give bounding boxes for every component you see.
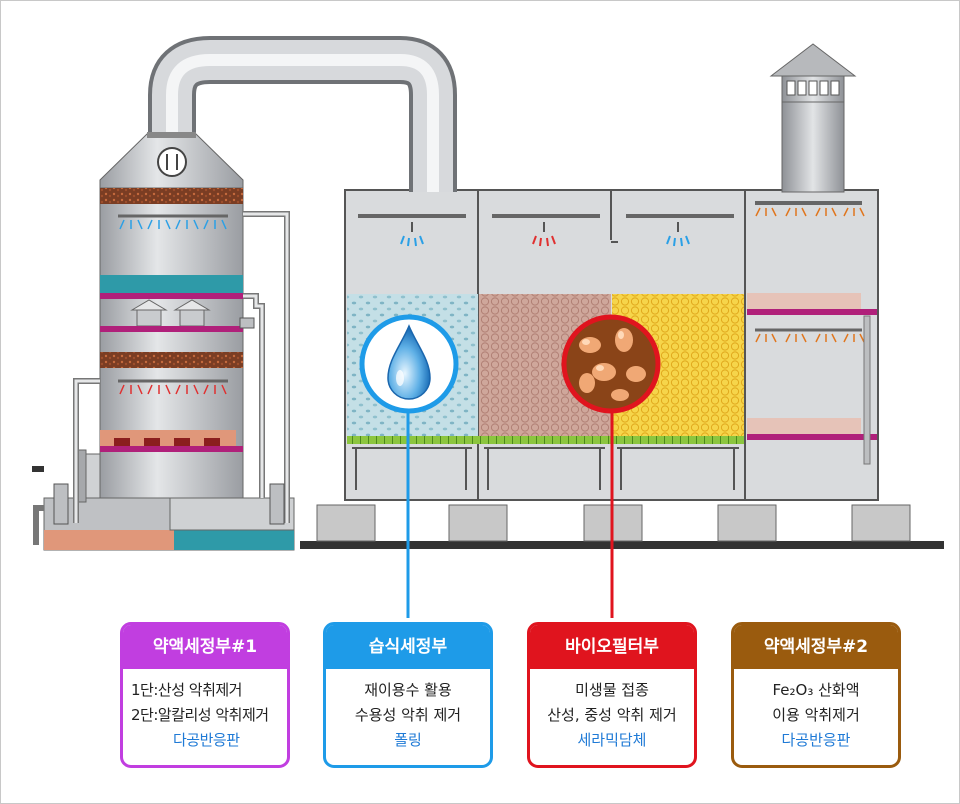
card-title: 약액세정부#2 bbox=[734, 625, 898, 669]
gauge-icon bbox=[157, 147, 187, 177]
exhaust-stack bbox=[769, 43, 857, 193]
card-highlight: 다공반응판 bbox=[173, 731, 240, 749]
card-chemical-scrubber-2: 약액세정부#2 Fe₂O₃ 산화액 이용 악취제거 다공반응판 bbox=[731, 622, 901, 768]
water-drop-icon bbox=[359, 314, 459, 414]
card-line: 산성, 중성 악취 제거 bbox=[547, 706, 677, 724]
card-highlight: 세라믹담체 bbox=[577, 731, 647, 749]
card-chemical-scrubber-1: 약액세정부#1 1단:산성 악취제거 2단:알칼리성 악취제거 다공반응판 bbox=[120, 622, 290, 768]
card-highlight: 다공반응판 bbox=[781, 731, 851, 749]
card-line: 수용성 악취 제거 bbox=[354, 706, 462, 724]
floor-line bbox=[300, 541, 944, 549]
support-grating bbox=[347, 436, 744, 444]
card-line: 이용 악취제거 bbox=[772, 706, 860, 724]
foundation-blocks bbox=[316, 504, 911, 542]
scrubber-2-internals bbox=[747, 207, 877, 465]
scrubber-tower bbox=[43, 132, 295, 551]
card-title: 약액세정부#1 bbox=[123, 625, 287, 669]
card-wet-scrubber: 습식세정부 재이용수 활용 수용성 악취 제거 폴링 bbox=[323, 622, 493, 768]
card-title: 습식세정부 bbox=[326, 625, 490, 669]
drain-marker bbox=[32, 466, 44, 472]
card-title: 바이오필터부 bbox=[530, 625, 694, 669]
spray-nozzles bbox=[400, 222, 690, 247]
card-highlight: 폴링 bbox=[394, 731, 422, 749]
card-line: 재이용수 활용 bbox=[364, 681, 452, 699]
connecting-duct bbox=[148, 36, 457, 192]
card-line: 미생물 접종 bbox=[575, 681, 649, 699]
valves bbox=[53, 317, 285, 525]
deodorizer-scene bbox=[32, 36, 944, 618]
card-line: Fe₂O₃ 산화액 bbox=[772, 681, 860, 699]
card-line: 2단:알칼리성 악취제거 bbox=[131, 706, 269, 724]
card-line: 1단:산성 악취제거 bbox=[131, 681, 242, 699]
card-biofilter: 바이오필터부 미생물 접종 산성, 중성 악취 제거 세라믹담체 bbox=[527, 622, 697, 768]
recirculation-piping bbox=[33, 211, 290, 545]
microbe-icon bbox=[561, 314, 661, 414]
